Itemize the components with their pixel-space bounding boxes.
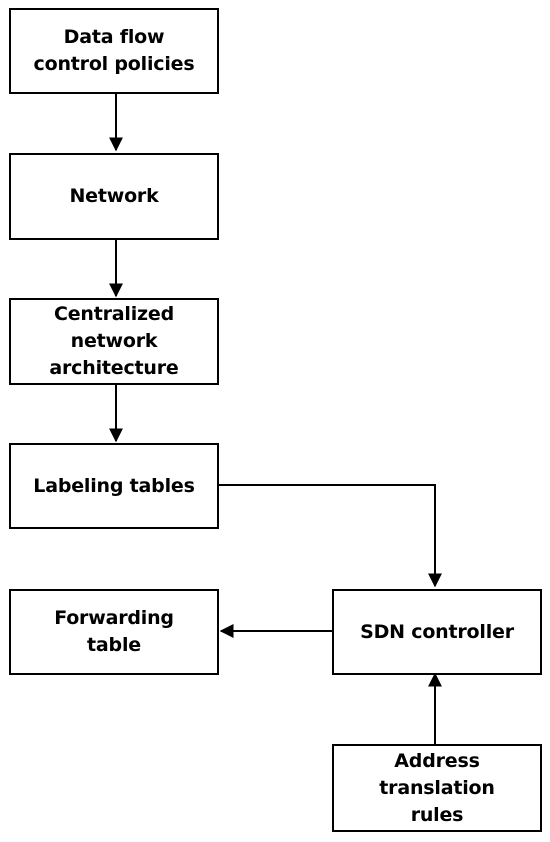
node-label: Address translation rules: [379, 749, 495, 826]
node-label: Data flow control policies: [33, 26, 195, 75]
node-network: Network: [9, 153, 219, 240]
node-address-translation-rules: Address translation rules: [332, 744, 542, 832]
node-label: Labeling tables: [33, 474, 195, 497]
node-data-flow-control-policies: Data flow control policies: [9, 8, 219, 94]
arrow-labeling-to-sdn-controller: [219, 484, 442, 588]
node-label: Forwarding table: [54, 607, 174, 656]
node-sdn-controller: SDN controller: [332, 589, 542, 675]
node-label: SDN controller: [360, 620, 514, 643]
node-forwarding-table: Forwarding table: [9, 589, 219, 675]
node-label: Network: [69, 185, 159, 207]
node-centralized-network-architecture: Centralized network architecture: [9, 298, 219, 385]
node-label: Centralized network architecture: [49, 303, 179, 379]
node-labeling-tables: Labeling tables: [9, 443, 219, 529]
